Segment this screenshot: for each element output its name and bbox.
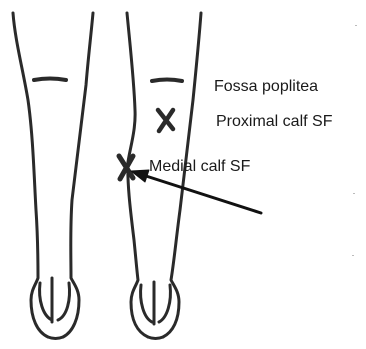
label-fossa-poplitea: Fossa poplitea (214, 79, 318, 95)
left-leg-outline (13, 13, 93, 339)
left-knee-crease (34, 79, 66, 81)
proximal-calf-x-mark (158, 110, 173, 131)
scan-specks (352, 25, 357, 256)
pointer-arrow (131, 170, 261, 213)
label-medial-calf-sf: Medial calf SF (149, 159, 250, 175)
label-proximal-calf-sf: Proximal calf SF (216, 114, 332, 130)
medial-calf-x-mark (119, 156, 133, 179)
right-knee-crease (152, 80, 182, 82)
